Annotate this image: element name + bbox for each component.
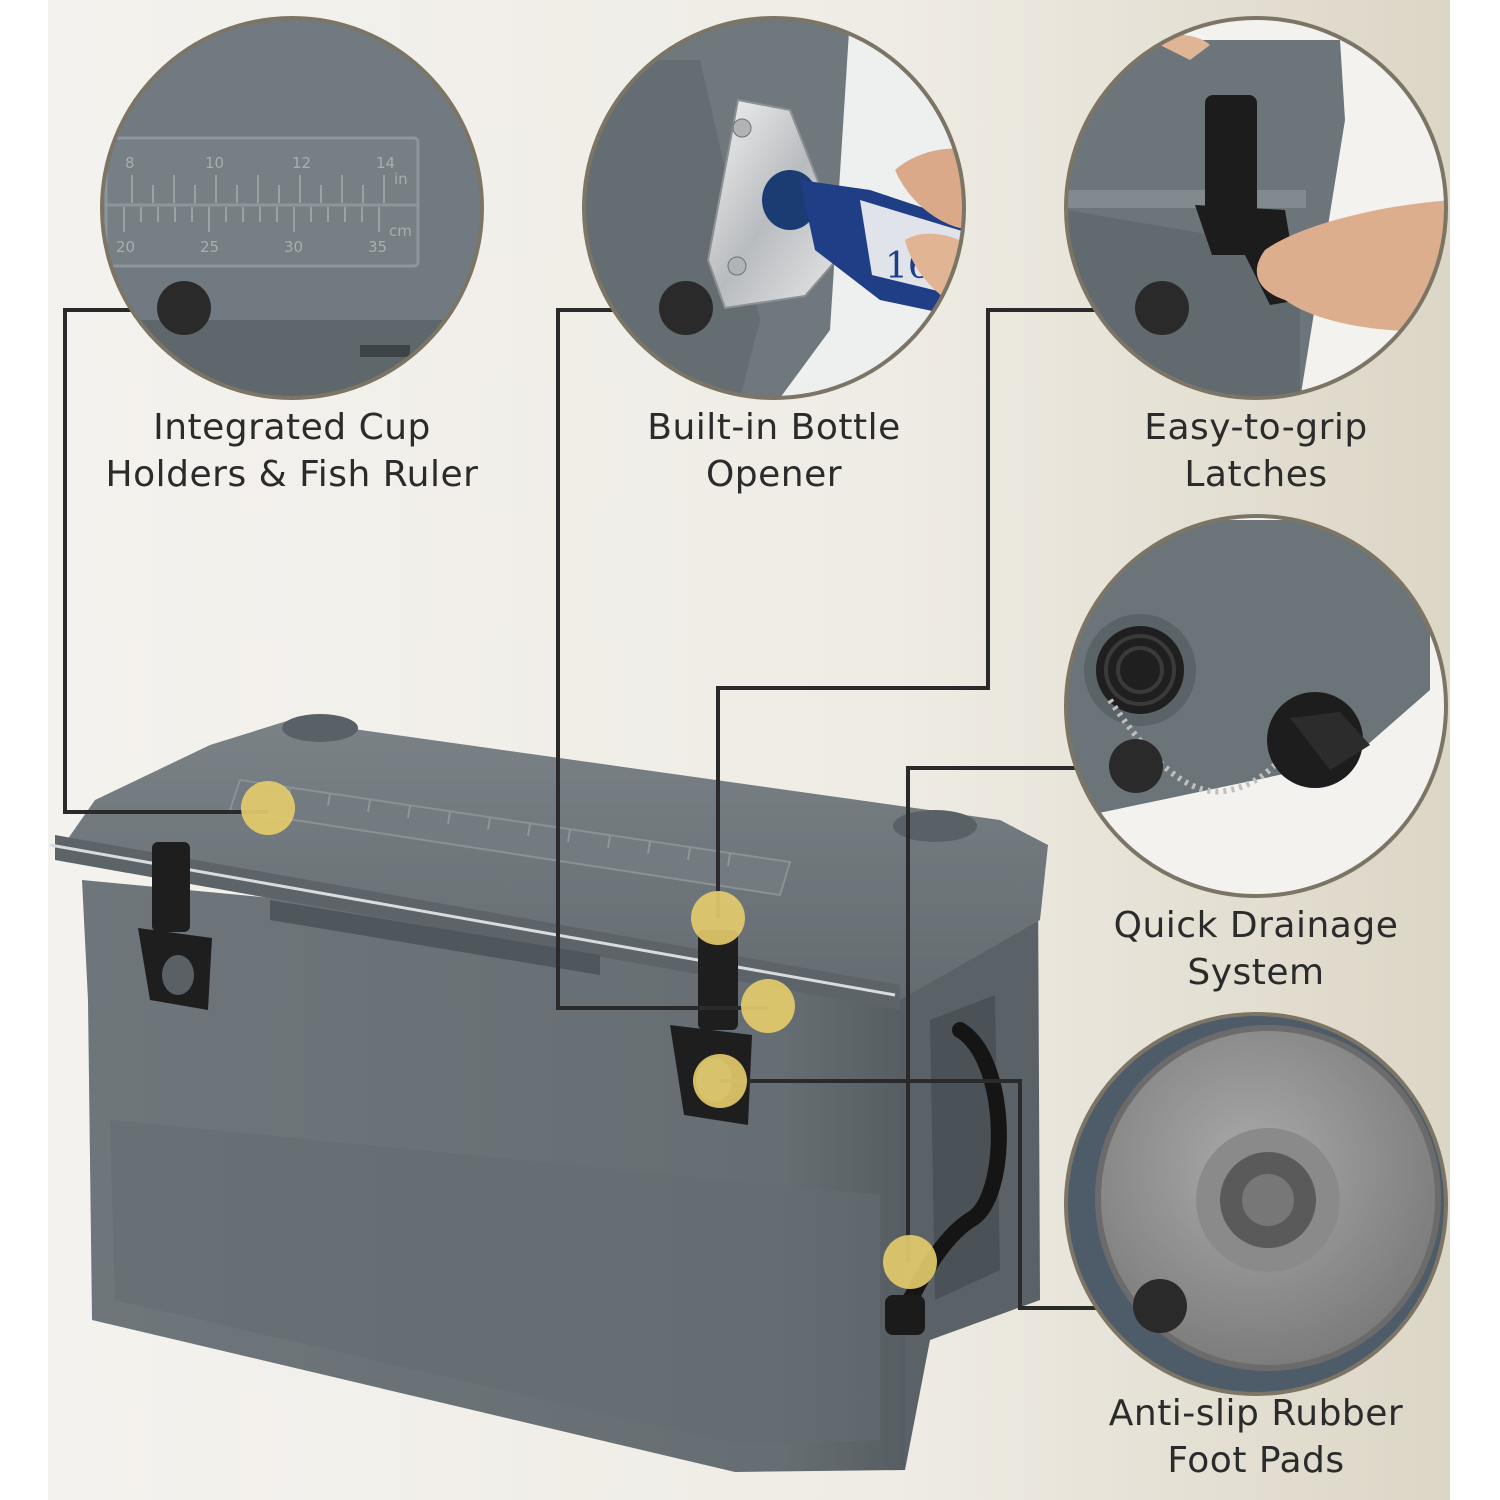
connector-footpads <box>720 1079 1160 1310</box>
caption-drainage-line2: System <box>1187 952 1325 993</box>
hotspot-ruler <box>241 781 295 835</box>
caption-ruler-line2: Holders & Fish Ruler <box>105 454 479 495</box>
cup-holder-left <box>282 714 358 742</box>
ruler-inch-12: 12 <box>292 154 311 172</box>
hotspot-latches <box>691 891 745 945</box>
lid-ruler-ticks <box>287 787 731 867</box>
detail-circle-drainage <box>1064 514 1448 898</box>
detail-circle-opener: 1664 <box>582 16 966 400</box>
connector-drainage <box>906 766 1136 1262</box>
ruler-plate <box>104 136 420 268</box>
ruler-inch-8: 8 <box>125 154 135 172</box>
hotspot-footpads <box>693 1054 747 1108</box>
marker-dot-footpads <box>1133 1279 1187 1333</box>
bead-chain <box>1107 698 1283 795</box>
marker-dot-drainage <box>1109 739 1163 793</box>
cooler <box>49 714 1048 1472</box>
caption-footpads-line1: Anti-slip Rubber <box>1108 1393 1404 1434</box>
lid-front-lip <box>55 835 900 1010</box>
ruler-inch-unit: in <box>394 170 408 188</box>
caption-ruler: Integrated Cup Holders & Fish Ruler <box>82 404 502 498</box>
detail-circle-latches <box>1064 16 1448 400</box>
hand-latch <box>1256 200 1446 332</box>
handle-grip <box>885 1295 925 1335</box>
ruler-cm-20: 20 <box>116 238 135 256</box>
cup-holder-right <box>893 810 977 842</box>
caption-latches-line2: Latches <box>1184 454 1328 495</box>
ruler-cm-35: 35 <box>368 238 387 256</box>
marker-dot-latches <box>1135 281 1189 335</box>
caption-footpads-line2: Foot Pads <box>1167 1440 1345 1481</box>
latch-left <box>138 842 212 1010</box>
ruler-inch-10: 10 <box>205 154 224 172</box>
caption-ruler-line1: Integrated Cup <box>153 407 431 448</box>
hand <box>895 148 964 230</box>
marker-dot-opener <box>659 281 713 335</box>
drain-port <box>1096 626 1184 714</box>
marker-dot-ruler <box>157 281 211 335</box>
caption-opener-line2: Opener <box>705 454 843 495</box>
connector-latches <box>716 308 1162 918</box>
caption-opener: Built-in Bottle Opener <box>564 404 984 498</box>
caption-footpads: Anti-slip Rubber Foot Pads <box>1046 1390 1466 1484</box>
ruler-cm-unit: cm <box>389 222 412 240</box>
hotspots <box>241 781 937 1289</box>
caption-latches-line1: Easy-to-grip <box>1144 407 1368 448</box>
caption-drainage-line1: Quick Drainage <box>1113 905 1399 946</box>
lid-recess <box>270 900 600 975</box>
caption-drainage: Quick Drainage System <box>1046 902 1466 996</box>
detail-circle-footpads <box>1064 1012 1448 1396</box>
ruler-cm-25: 25 <box>200 238 219 256</box>
caption-opener-line1: Built-in Bottle <box>647 407 901 448</box>
connector-ruler <box>63 308 268 814</box>
hotspot-opener <box>741 979 795 1033</box>
caption-latches: Easy-to-grip Latches <box>1046 404 1466 498</box>
latch-strap <box>1205 95 1257 230</box>
lid-ruler-strip <box>228 778 792 897</box>
cooler-body-panel <box>110 1120 880 1445</box>
detail-circle-ruler: 8 10 12 14 in 20 25 30 35 cm <box>100 16 484 400</box>
hotspot-drainage <box>883 1235 937 1289</box>
lid-rim-highlight <box>49 843 896 997</box>
ruler-inch-14: 14 <box>376 154 395 172</box>
ruler-cm-30: 30 <box>284 238 303 256</box>
